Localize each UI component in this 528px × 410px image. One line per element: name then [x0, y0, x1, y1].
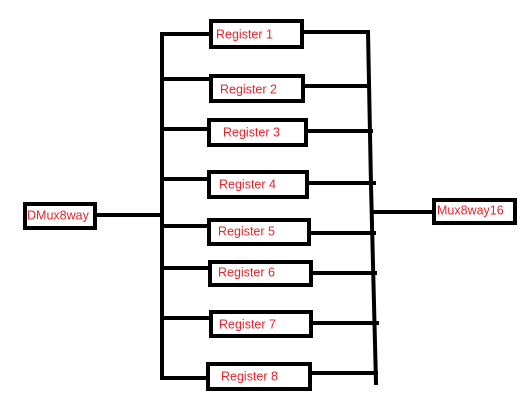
mux8way16-block: Mux8way16	[432, 198, 517, 225]
register-7-label: Register 7	[219, 317, 276, 331]
register-1-label: Register 1	[216, 27, 273, 41]
right-bus-vertical-upper	[365, 29, 374, 188]
register-4-box	[207, 170, 309, 199]
dmux8way-block: DMux8way	[23, 202, 97, 230]
mux8way16-box	[432, 198, 517, 225]
right-bus-vertical-lower	[368, 182, 379, 386]
register-6-box	[208, 260, 313, 287]
register-3-box	[207, 118, 308, 147]
register-row-2: Register 2	[160, 74, 371, 103]
mux8way16-label: Mux8way16	[437, 203, 504, 217]
register-row-3: Register 3	[160, 118, 373, 147]
right-bus	[365, 29, 436, 386]
register-8-box	[206, 362, 312, 391]
left-bus	[93, 32, 164, 380]
register-3-label: Register 3	[223, 125, 280, 139]
register-6-label: Register 6	[218, 265, 275, 279]
register-row-8: Register 8	[160, 362, 378, 391]
register-4-label: Register 4	[219, 177, 276, 191]
register-1-box	[209, 19, 304, 49]
register-5-box	[207, 218, 311, 246]
register-5-label: Register 5	[218, 224, 275, 238]
register-row-6: Register 6	[160, 260, 377, 287]
register-row-4: Register 4	[160, 170, 376, 199]
register-2-box	[209, 74, 305, 103]
dmux8way-box	[23, 202, 97, 230]
register-row-7: Register 7	[160, 310, 379, 338]
register-2-label: Register 2	[220, 82, 277, 96]
register-row-5: Register 5	[160, 218, 376, 246]
register-row-1: Register 1	[160, 19, 370, 49]
register-7-box	[209, 310, 313, 338]
dmux8way-label: DMux8way	[27, 208, 90, 222]
register-8-label: Register 8	[221, 369, 278, 383]
